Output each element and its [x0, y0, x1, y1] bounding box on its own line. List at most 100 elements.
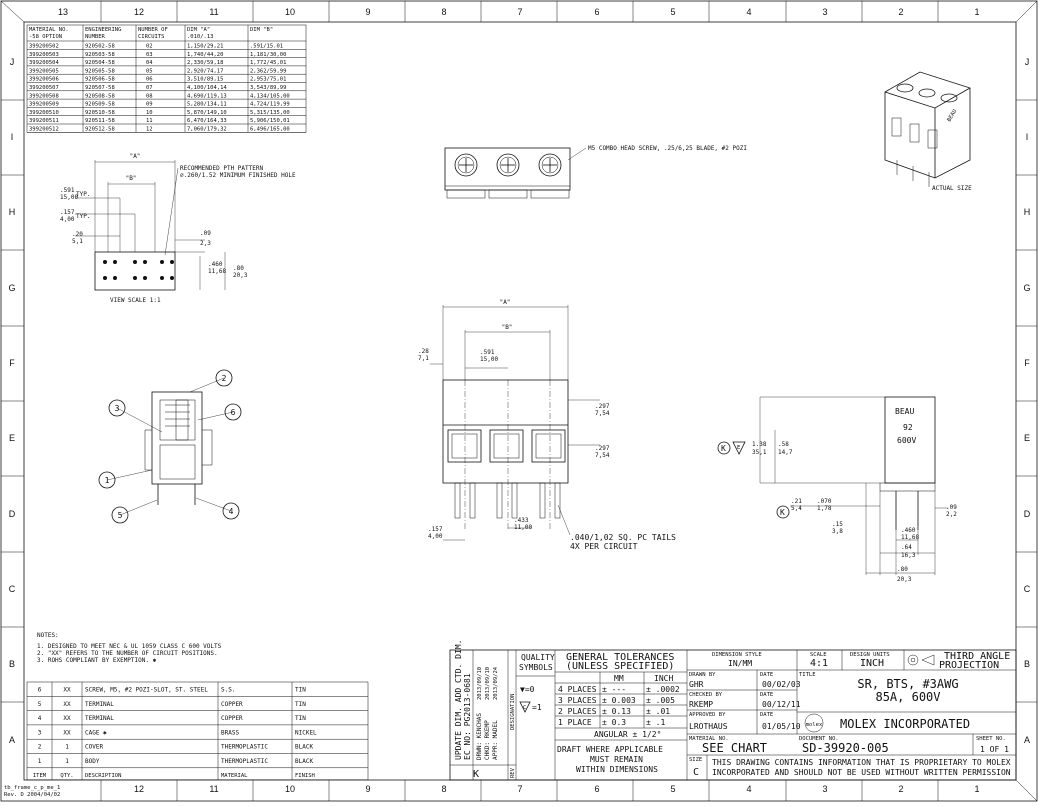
parts-header-sub: NUMBER — [85, 34, 106, 40]
front-d6-in: .433 — [514, 517, 529, 524]
front-d5-mm: 4,00 — [428, 533, 443, 540]
parts-cell: 920505-58 — [85, 68, 115, 74]
zone-col-top: 9 — [365, 7, 370, 17]
parts-header-sub: CIRCUITS — [138, 34, 165, 40]
bom-cell: XX — [63, 687, 71, 694]
pcb-typ-2: TYP. — [76, 213, 90, 220]
bom-cell: XX — [63, 715, 71, 722]
bom-cell: TIN — [295, 687, 306, 694]
design-units: INCH — [860, 658, 884, 669]
drawn-by-label: DRAWN BY — [689, 672, 716, 678]
proprietary-1: THIS DRAWING CONTAINS INFORMATION THAT I… — [712, 758, 1011, 767]
parts-table: MATERIAL NO.-58 OPTIONENGINEERINGNUMBERN… — [26, 24, 307, 133]
parts-cell: 399200505 — [29, 68, 59, 74]
tol-inch: ± .0002 — [646, 685, 680, 694]
bom-cell: THERMOPLASTIC — [221, 744, 268, 751]
pcb-typ-1: TYP. — [76, 191, 90, 198]
tol-draft-3: WITHIN DIMENSIONS — [576, 765, 658, 774]
zone-col-top: 11 — [209, 7, 218, 17]
drawn-date: 00/02/03 — [762, 680, 801, 689]
right-d8-mm: 16,3 — [901, 552, 916, 559]
tol-mm: ± 0.13 — [602, 707, 631, 716]
marking-1: BEAU — [895, 407, 914, 416]
parts-cell: 399200504 — [29, 60, 59, 66]
pcb-d4-in: .09 — [200, 230, 211, 237]
zone-row-left: F — [9, 358, 15, 368]
tol-inch: ± .01 — [646, 707, 670, 716]
parts-cell: 4,724/119,99 — [250, 102, 290, 108]
bom-cell: S.S. — [221, 687, 235, 694]
right-d6-in: .09 — [946, 504, 957, 511]
pcb-dim-b: "B" — [126, 175, 137, 182]
zone-row-left: I — [11, 132, 14, 142]
zone-col-top: 13 — [58, 7, 68, 17]
parts-cell: 7,060/179,32 — [187, 127, 227, 133]
tol-places: 1 PLACE — [558, 718, 592, 727]
right-d4-mm: 1,78 — [817, 505, 832, 512]
zone-row-right: H — [1024, 207, 1031, 217]
zone-row-left: C — [9, 584, 16, 594]
rev-drwn: DRWN: KENCHAS — [476, 713, 483, 760]
parts-cell: 399200502 — [29, 44, 59, 50]
front-view-body — [442, 379, 569, 484]
quality-sym-1: ▼=0 — [520, 685, 535, 694]
tol-col-mm: MM — [614, 674, 624, 683]
scale-value: 4:1 — [810, 658, 828, 669]
bom-cell: COVER — [85, 744, 103, 751]
tol-col-inch: INCH — [654, 674, 673, 683]
parts-cell: 399200512 — [29, 127, 59, 133]
parts-cell: 399200503 — [29, 52, 59, 58]
parts-cell: 05 — [146, 68, 153, 74]
right-d7-in: .460 — [901, 527, 916, 534]
checked-by: RKEMP — [689, 700, 713, 709]
pcb-outline — [94, 251, 176, 291]
e-marker: E — [737, 445, 740, 451]
zone-col-top: 1 — [974, 7, 979, 17]
parts-header: NUMBER OF — [138, 27, 168, 33]
zone-col-bottom: 2 — [898, 784, 903, 794]
parts-cell: 3,543/89,99 — [250, 85, 286, 91]
pcb-d3-in: .20 — [72, 231, 83, 238]
pcb-view-scale: VIEW SCALE 1:1 — [110, 297, 161, 304]
zone-col-top: 8 — [441, 7, 446, 17]
corner-mark — [1015, 779, 1038, 802]
balloon-label: 4 — [229, 507, 234, 516]
screw-head — [538, 153, 562, 177]
item-balloon — [111, 506, 129, 524]
tol-title-1: GENERAL TOLERANCES — [566, 652, 674, 663]
screw-head — [496, 153, 520, 177]
pcb-hole — [160, 260, 164, 264]
checked-date: 00/12/11 — [762, 700, 801, 709]
dim-style-label: DIMENSION STYLE — [712, 652, 762, 658]
checked-date-label: DATE — [760, 692, 773, 698]
bom-header: ITEM — [33, 773, 47, 779]
front-d2-mm: 15,00 — [480, 356, 498, 363]
bom-cell: CAGE ✱ — [85, 729, 107, 736]
corner-mark — [1015, 0, 1038, 23]
title-label: TITLE — [799, 672, 816, 678]
notes-title: NOTES: — [37, 632, 59, 639]
zone-col-top: 12 — [134, 7, 144, 17]
balloon-label: 1 — [105, 476, 110, 485]
bom-cell: NICKEL — [295, 729, 317, 736]
zone-row-left: H — [9, 207, 16, 217]
rev-desc-1: UPDATE DIM. ADD CTD. DIM. — [454, 640, 463, 760]
bom-cell: TERMINAL — [85, 715, 114, 722]
bom-cell: 5 — [38, 701, 42, 708]
bom-header: MATERIAL — [221, 773, 248, 779]
parts-cell: 399200508 — [29, 93, 59, 99]
notes: NOTES: 1. DESIGNED TO MEET NEC & UL 1059… — [37, 632, 222, 664]
zone-col-top: 3 — [822, 7, 827, 17]
zone-col-bottom: 11 — [209, 784, 218, 794]
pcb-hole — [113, 276, 117, 280]
right-d5-in: .15 — [832, 521, 843, 528]
pcb-hole — [160, 276, 164, 280]
zone-row-right: I — [1026, 132, 1029, 142]
pcb-dim-a: "A" — [130, 153, 141, 160]
parts-cell: 09 — [146, 102, 153, 108]
quality-title-1: QUALITY — [521, 653, 555, 662]
pcb-d1-in: .591 — [60, 187, 75, 194]
parts-cell: 08 — [146, 93, 153, 99]
parts-cell: 2,920/74,17 — [187, 68, 223, 74]
pcb-d6-mm: 20,3 — [233, 272, 248, 279]
